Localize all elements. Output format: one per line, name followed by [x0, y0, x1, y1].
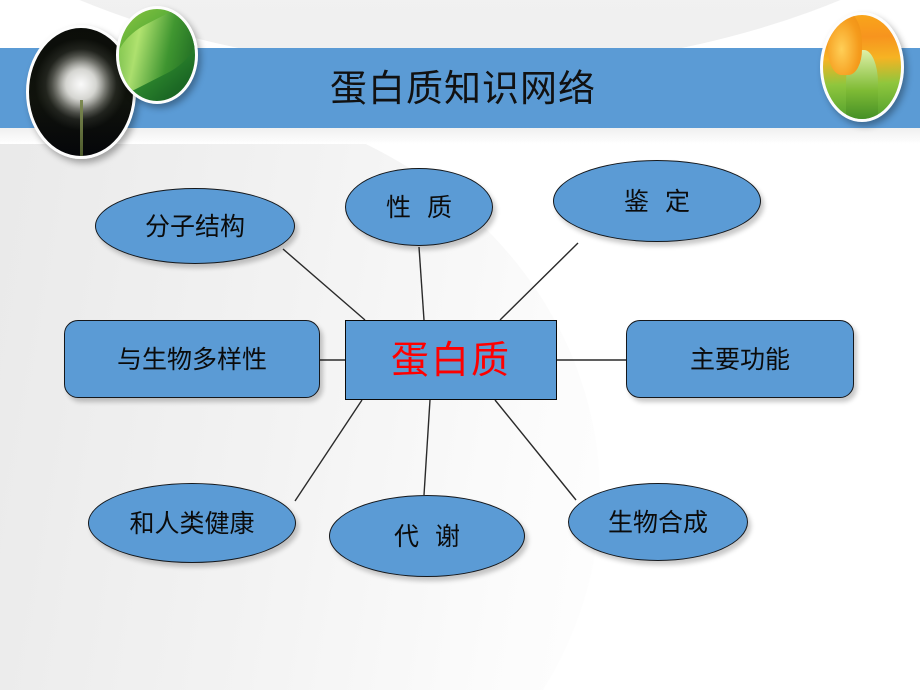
node-label: 主要功能 [689, 344, 790, 374]
node-human-health[interactable]: 和人类健康 [88, 483, 296, 563]
node-label: 分子结构 [144, 211, 245, 241]
node-biosynthesis[interactable]: 生物合成 [568, 483, 748, 561]
node-identification[interactable]: 鉴 定 [553, 160, 761, 242]
node-center-protein[interactable]: 蛋白质 [345, 320, 557, 400]
node-label: 蛋白质 [390, 338, 511, 382]
node-properties[interactable]: 性 质 [345, 168, 493, 246]
node-main-functions[interactable]: 主要功能 [626, 320, 854, 398]
node-molecular-structure[interactable]: 分子结构 [95, 188, 295, 264]
connector-molecular-structure [282, 248, 366, 321]
node-label: 性 质 [386, 192, 452, 222]
page-title: 蛋白质知识网络 [330, 66, 596, 110]
connector-identification [499, 242, 579, 321]
node-label: 与生物多样性 [116, 344, 267, 374]
node-metabolism[interactable]: 代 谢 [329, 495, 525, 577]
node-label: 代 谢 [394, 521, 460, 551]
node-label: 和人类健康 [129, 508, 255, 538]
node-label: 生物合成 [607, 507, 708, 537]
connector-properties [418, 246, 425, 321]
background-under-band [0, 128, 920, 144]
node-biodiversity[interactable]: 与生物多样性 [64, 320, 320, 398]
connector-human-health [294, 399, 363, 502]
leaf-photo-icon [116, 6, 198, 104]
node-label: 鉴 定 [624, 186, 690, 216]
connector-metabolism [423, 399, 431, 496]
connector-biosynthesis [494, 399, 577, 501]
tulip-photo-icon [820, 12, 904, 122]
